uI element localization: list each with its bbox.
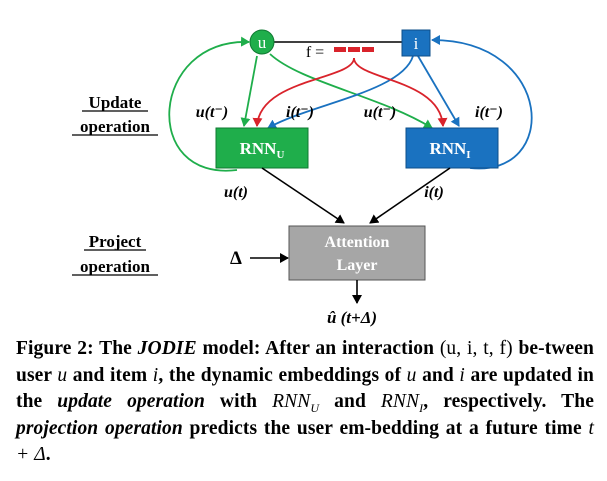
caption-text: and	[416, 364, 460, 386]
svg-text:f =: f =	[306, 44, 324, 61]
feature-vector: f =	[306, 44, 374, 61]
svg-text:operation: operation	[80, 117, 150, 136]
figure-caption: Figure 2: The JODIE model: After an inte…	[16, 336, 594, 469]
arrow-f-to-rnn-i	[353, 57, 448, 127]
edge-label-i-t: i(t)	[424, 184, 444, 201]
section-update-label: Update operation	[72, 93, 158, 136]
caption-projection-operation: projection operation	[16, 417, 183, 439]
caption-math: (u, i, t, f)	[439, 338, 513, 359]
arrow-i-to-rnn-i	[417, 55, 460, 127]
svg-text:Attention: Attention	[325, 234, 390, 251]
edge-label-i-prev-left: i(t⁻)	[286, 104, 314, 121]
caption-text: are updated in the	[16, 364, 594, 413]
arrow-i-to-rnn-u	[267, 55, 414, 129]
caption-math: u	[57, 364, 68, 386]
caption-math-rnn-u: RNNU	[272, 391, 320, 415]
output-label: û (t+Δ)	[327, 308, 377, 327]
rnn-u-box: RNNU	[215, 127, 309, 169]
caption-text: predicts the user em-bedding at a future…	[182, 417, 589, 439]
section-project-label: Project operation	[72, 232, 158, 276]
jodie-model-diagram: Update operation Project operation u i f…	[72, 29, 533, 327]
svg-text:RNNU: RNNU	[240, 139, 285, 161]
caption-text: be-tween user	[16, 338, 594, 386]
caption-update-operation: update operation	[57, 391, 205, 412]
item-node: i	[401, 29, 431, 57]
arrow-u-to-rnn-u	[240, 55, 258, 127]
caption-math: t + Δ	[16, 417, 595, 466]
caption-text: , respectively. The	[423, 391, 594, 412]
svg-text:RNNI: RNNI	[429, 139, 470, 161]
caption-text: and	[319, 391, 381, 412]
arrow-u-loop-left	[168, 36, 250, 172]
caption-text: and item	[67, 364, 153, 386]
caption-text: model: After an interaction	[196, 338, 440, 359]
svg-text:i: i	[414, 34, 419, 53]
svg-text:Layer: Layer	[337, 257, 378, 274]
caption-text: with	[204, 391, 273, 412]
svg-text:operation: operation	[80, 257, 150, 276]
svg-text:Update: Update	[89, 93, 142, 112]
caption-text: , the dynamic embeddings of	[158, 364, 407, 386]
arrow-i-loop-right	[431, 35, 533, 170]
arrow-rnn-i-to-attention	[369, 167, 451, 224]
svg-text:Project: Project	[89, 232, 142, 251]
caption-math-rnn-i: RNNI	[380, 391, 424, 415]
caption-text: .	[45, 444, 51, 465]
edge-label-i-prev-right: i(t⁻)	[475, 104, 503, 121]
delta-symbol: Δ	[230, 248, 242, 269]
edge-label-u-prev-left: u(t⁻)	[196, 104, 228, 121]
arrow-rnn-u-to-attention	[261, 167, 345, 224]
edge-label-u-t: u(t)	[224, 184, 248, 201]
user-node: u	[249, 29, 275, 55]
arrow-u-to-rnn-i	[269, 53, 433, 129]
caption-math: i	[152, 364, 159, 386]
caption-text: Figure 2: The	[16, 338, 138, 359]
rnn-i-box: RNNI	[405, 127, 499, 169]
caption-model-name: JODIE	[137, 338, 197, 359]
arrow-f-to-rnn-u	[252, 57, 355, 127]
caption-math: u	[406, 364, 417, 386]
svg-text:u: u	[258, 33, 267, 52]
attention-layer-box: Attention Layer	[288, 225, 426, 281]
edge-label-u-prev-right: u(t⁻)	[364, 104, 396, 121]
caption-math: i	[459, 364, 465, 386]
